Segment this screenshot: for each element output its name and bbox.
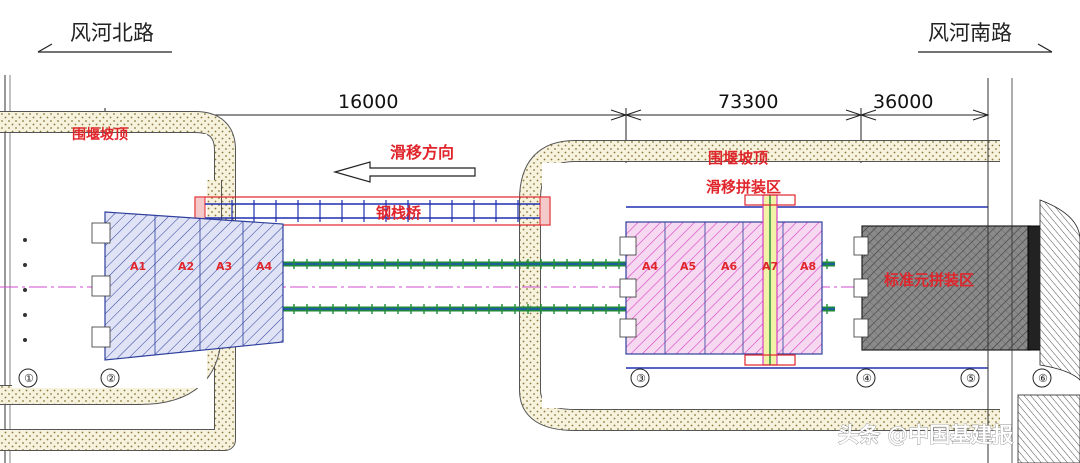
axis-number: ① <box>24 372 34 385</box>
road-south: 风河南路 <box>918 21 1053 53</box>
road-south-label: 风河南路 <box>928 21 1012 45</box>
axis-number: ④ <box>862 372 872 385</box>
dimension-73300: 73300 <box>718 91 778 113</box>
label-cofferdam-right: 围堰坡顶 <box>708 149 768 167</box>
road-north: 风河北路 <box>37 21 172 53</box>
segment-right-label: A4 <box>642 260 659 273</box>
watermark-text: 头条 @中国基建报 <box>838 423 1013 447</box>
dimension-16000: 16000 <box>338 91 398 113</box>
left-dots <box>23 238 27 342</box>
axis-markers: ① ② ③ ④ ⑤ ⑥ <box>18 368 1052 388</box>
segment-left-label: A4 <box>256 260 273 273</box>
label-slide-assembly-area: 滑移拼装区 <box>706 178 781 196</box>
segment-right-label: A7 <box>762 260 778 273</box>
segments-right-labels: A4 A5 A6 A7 A8 <box>642 260 816 273</box>
standard-span-block <box>853 225 1045 351</box>
label-steel-trestle: 钢栈桥 <box>376 204 422 222</box>
axis-number: ② <box>106 372 116 385</box>
segment-left-label: A3 <box>216 260 232 273</box>
boundary-lines-right <box>626 206 988 369</box>
segment-left-label: A2 <box>178 260 194 273</box>
label-standard-span-area: 标准元拼装区 <box>883 271 974 289</box>
segment-right-label: A6 <box>721 260 738 273</box>
right-edge-structure <box>987 78 1080 463</box>
road-north-label: 风河北路 <box>70 21 154 45</box>
segments-left-labels: A1 A2 A3 A4 <box>130 260 273 273</box>
segment-right-label: A5 <box>680 260 696 273</box>
slide-direction-arrow <box>332 161 476 183</box>
axis-number: ⑤ <box>966 372 976 385</box>
dimension-36000: 36000 <box>873 91 933 113</box>
label-slide-direction: 滑移方向 <box>390 143 454 162</box>
segments-right-block <box>619 194 823 366</box>
segment-left-label: A1 <box>130 260 146 273</box>
segments-left-block <box>91 211 284 361</box>
axis-number: ③ <box>636 372 646 385</box>
segment-right-label: A8 <box>800 260 816 273</box>
axis-number: ⑥ <box>1038 372 1048 385</box>
steel-trestle <box>194 196 551 226</box>
label-cofferdam-left: 围堰坡顶 <box>72 126 128 143</box>
